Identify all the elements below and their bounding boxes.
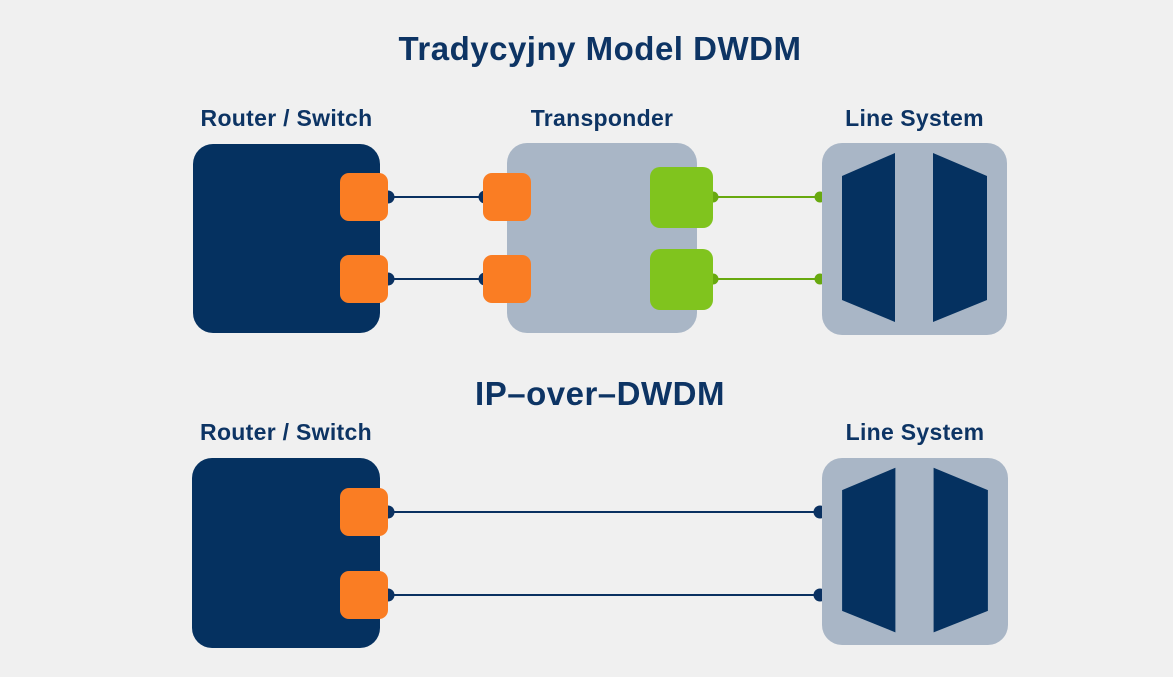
section-title-traditional-dwdm: Tradycyjny Model DWDM [398, 30, 802, 67]
link-router-transponder-1 [381, 190, 492, 204]
line-system-icon [842, 467, 988, 633]
router-port-1-bottom [340, 488, 388, 536]
line-system-icon [842, 153, 987, 322]
link-transponder-linesystem-1 [707, 191, 826, 203]
router-port-2-bottom [340, 571, 388, 619]
transponder-line-port-1 [650, 167, 713, 228]
label-router-switch-top: Router / Switch [200, 105, 373, 131]
link-router-transponder-2 [381, 272, 492, 286]
connection-endpoint-dot [707, 191, 719, 203]
section-title-ip-over-dwdm: IP–over–DWDM [475, 375, 725, 412]
transponder-client-port-1 [483, 173, 531, 221]
router-port-2 [340, 255, 388, 303]
router-port-1 [340, 173, 388, 221]
connection-endpoint-dot [814, 273, 826, 285]
connection-endpoint-dot [814, 191, 826, 203]
link-transponder-linesystem-2 [707, 273, 826, 285]
label-line-system-bottom: Line System [845, 419, 985, 445]
router-switch-box-bottom [192, 458, 380, 648]
label-line-system-top: Line System [845, 105, 984, 131]
line-system-box-top [822, 143, 1007, 335]
label-router-switch-bottom: Router / Switch [200, 419, 372, 445]
transponder-line-port-2 [650, 249, 713, 310]
link-router-linesystem-2 [381, 588, 827, 602]
connection-endpoint-dot [707, 273, 719, 285]
transponder-client-port-2 [483, 255, 531, 303]
line-system-box-bottom [822, 458, 1008, 645]
link-router-linesystem-1 [381, 505, 827, 519]
label-transponder: Transponder [530, 105, 674, 131]
